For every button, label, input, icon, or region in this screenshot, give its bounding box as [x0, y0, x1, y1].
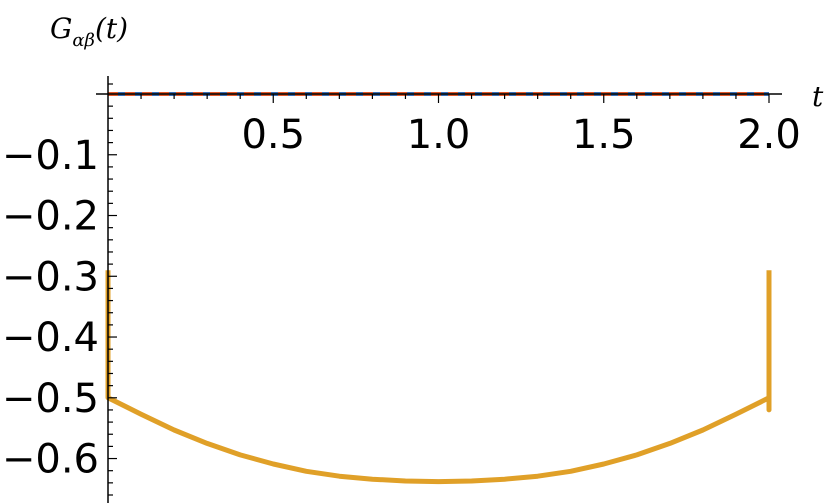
- y-tick-label: −0.1: [2, 133, 99, 179]
- series-line-2: [105, 270, 772, 485]
- y-tick-label: −0.3: [2, 254, 99, 300]
- y-tick-label: −0.6: [2, 437, 99, 483]
- x-tick-label: 1.0: [407, 112, 471, 158]
- y-tick-label: −0.5: [2, 376, 99, 422]
- y-axis-title-main: G: [50, 12, 72, 45]
- x-tick-label: 1.5: [572, 112, 636, 158]
- y-tick-label: −0.2: [2, 194, 99, 240]
- x-tick-label: 2.0: [737, 112, 801, 158]
- y-tick-label: −0.4: [2, 315, 99, 361]
- ticks-layer: 0.5 1.0 1.5 2.0 −0.1 −0.2 −0.3 −0.4 −0.5 −0.6: [2, 83, 801, 496]
- y-axis-title: Gαβ(t): [50, 12, 128, 51]
- x-axis-title: t: [812, 80, 824, 113]
- x-tick-label: 0.5: [241, 112, 305, 158]
- y-axis-title-arg: (t): [95, 12, 128, 45]
- y-axis-title-sub: αβ: [72, 30, 95, 51]
